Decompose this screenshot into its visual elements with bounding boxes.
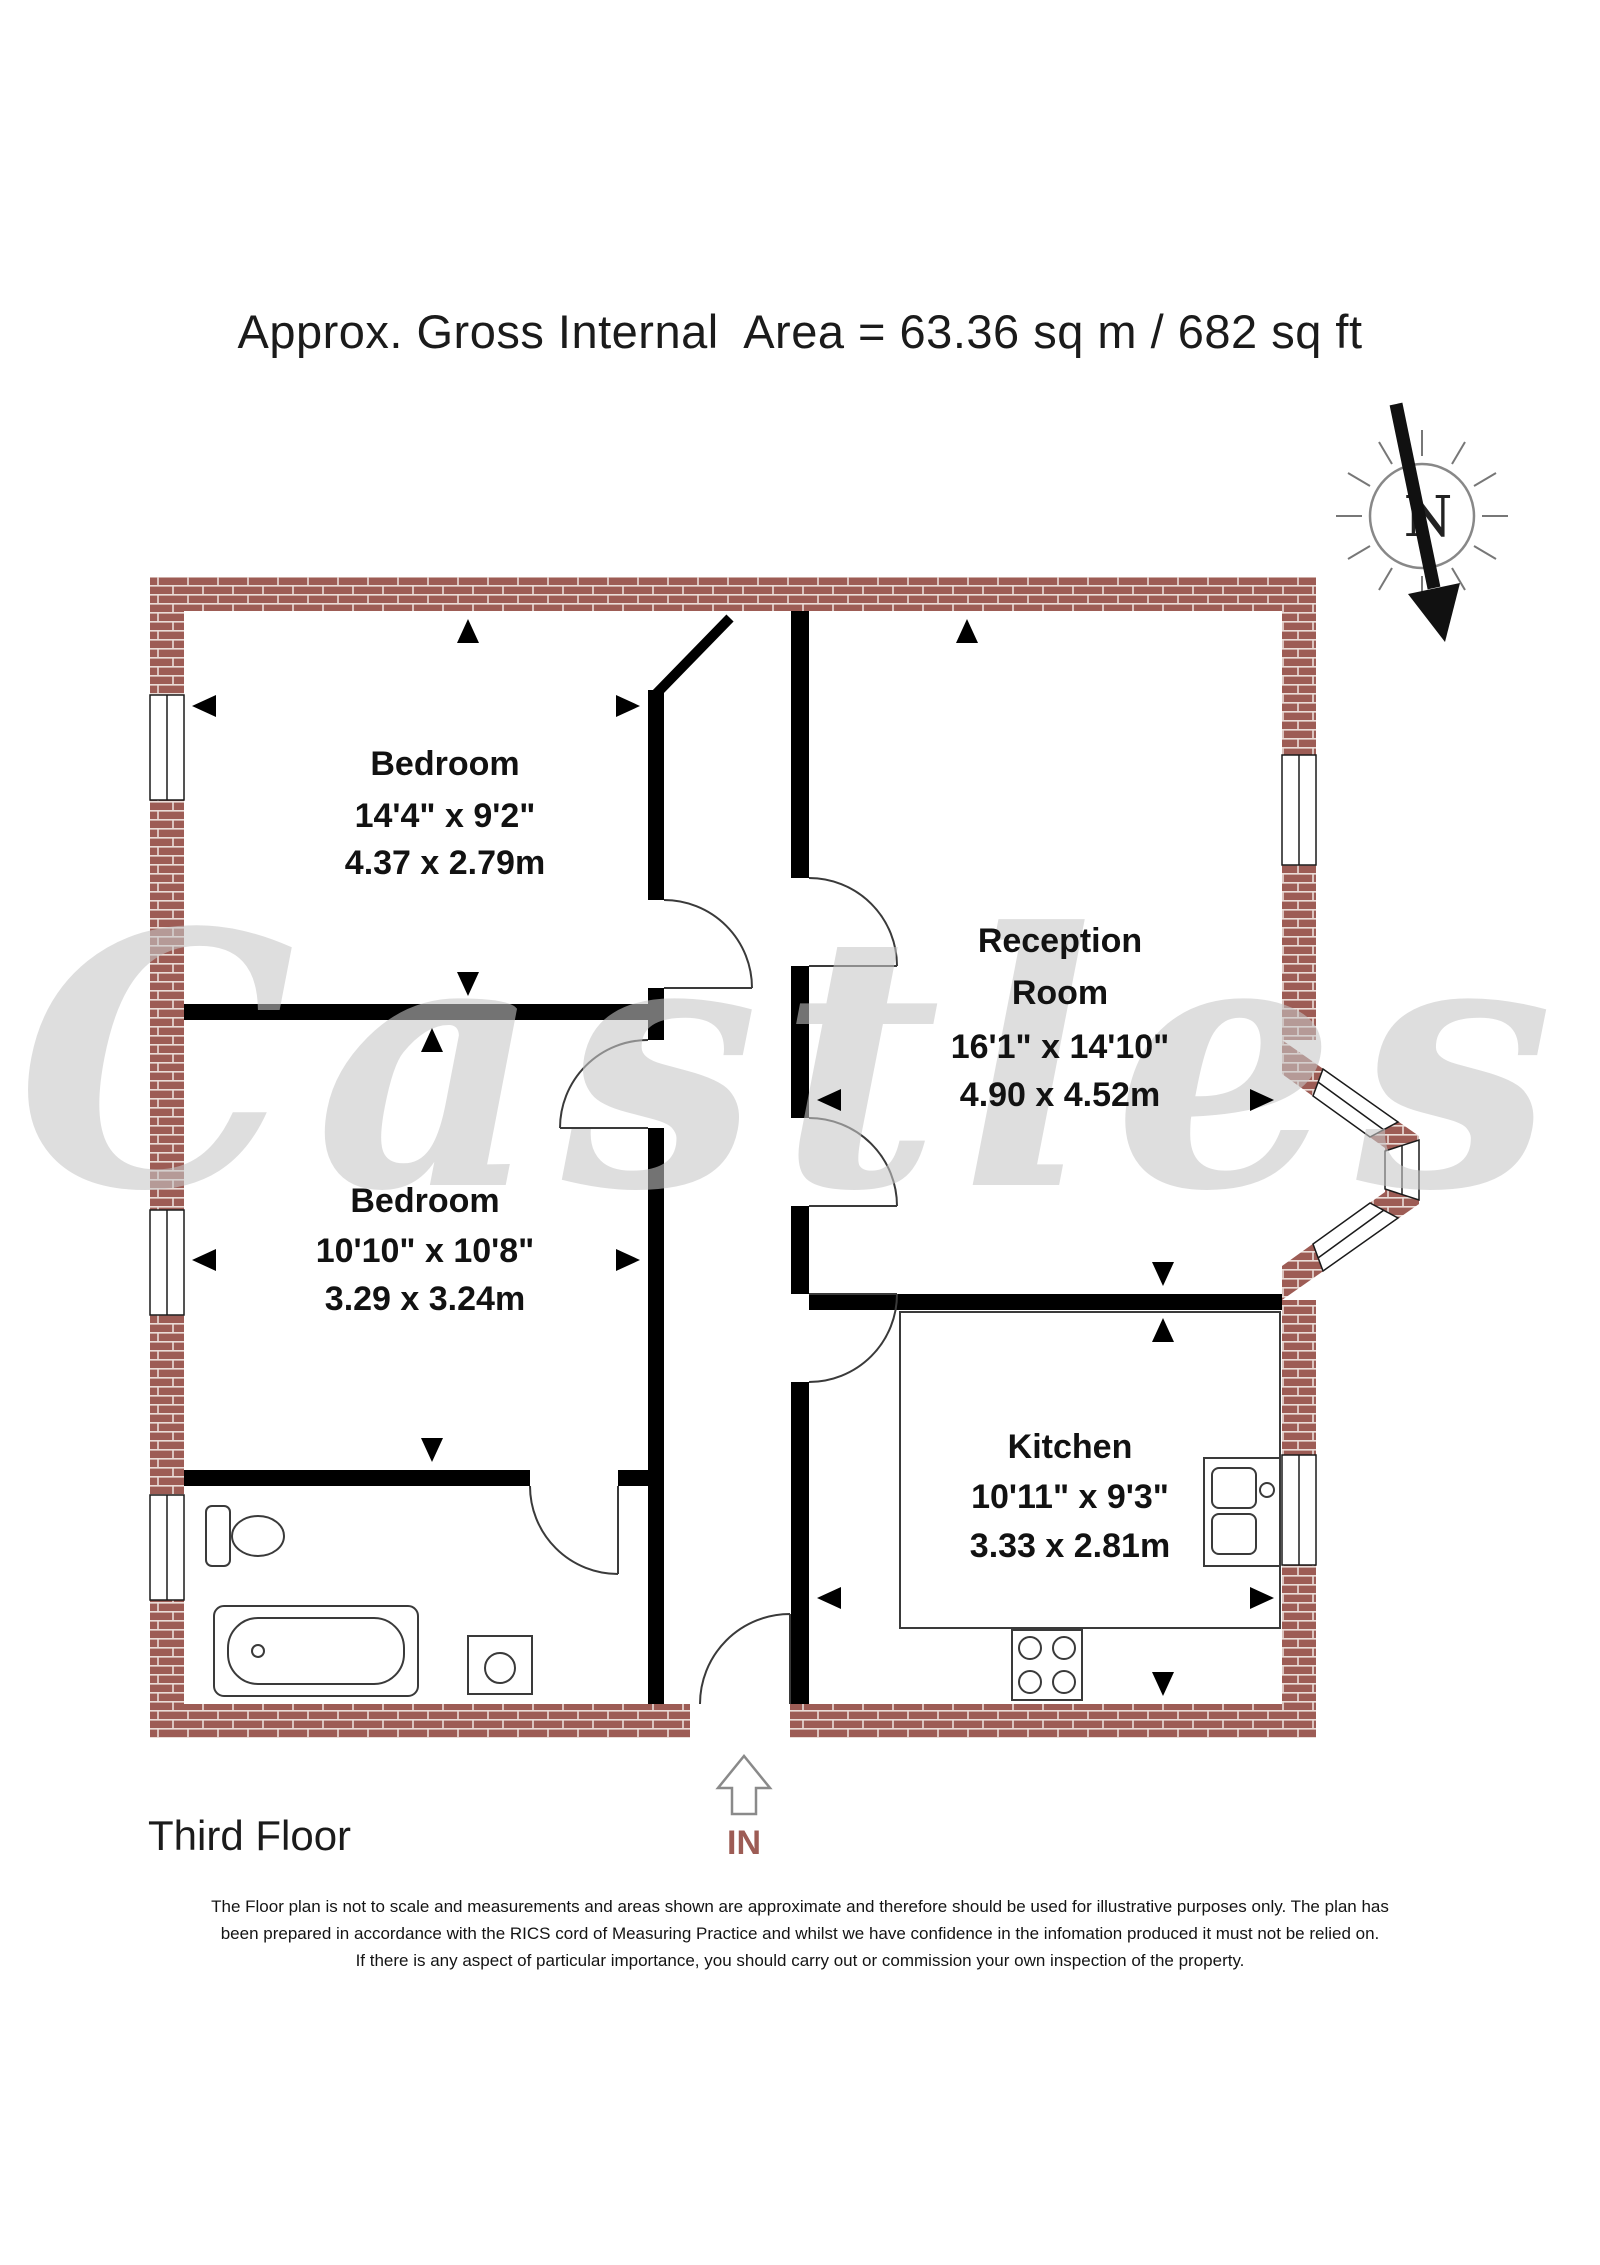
wall-divider-mid2 [791,1206,809,1294]
reception-name-2: Room [1012,974,1108,1012]
disclaimer-line-3: If there is any aspect of particular imp… [355,1951,1245,1970]
bathtub [213,1605,419,1697]
wall-divider-bottom [791,1382,809,1704]
wall-divider-mid1 [791,966,809,1118]
hob [1011,1629,1083,1701]
wall-bathroom-top-b [618,1470,664,1486]
wall-bedroom1-right [648,690,664,900]
wall-bathroom-top-a [184,1470,530,1486]
door-bedroom2 [559,1039,649,1129]
wall-divider-top [791,611,809,878]
bedroom2-metric: 3.29 x 3.24m [325,1280,525,1318]
hob-ring [1052,1636,1076,1660]
reception-metric: 4.90 x 4.52m [960,1076,1160,1114]
wall-bedroom2-right-a [648,1020,664,1040]
basin [467,1635,533,1695]
bedroom1-name: Bedroom [370,745,519,783]
entrance-in-label: IN [727,1824,761,1862]
measure-arrows [192,619,1274,1696]
kitchen-sink-bowl2 [1211,1513,1257,1555]
kitchen-name: Kitchen [1008,1428,1133,1466]
wall-bedroom2-right-b [648,1128,664,1704]
reception-name-1: Reception [978,922,1142,960]
hob-ring [1018,1670,1042,1694]
kitchen-counter [899,1311,1281,1629]
disclaimer-line-1: The Floor plan is not to scale and measu… [211,1897,1389,1916]
entrance-arrow-icon [715,1754,773,1816]
interior-walls [184,611,1282,1704]
bedroom1-imperial: 14'4" x 9'2" [355,797,536,835]
disclaimer-line-2: been prepared in accordance with the RIC… [220,1924,1380,1943]
wall-stub [648,988,664,1004]
wall-bottom-left [150,1704,690,1738]
basin-bowl [484,1652,516,1684]
bathtub-drain [251,1644,265,1658]
bedroom1-metric: 4.37 x 2.79m [345,844,545,882]
entrance-marker: IN [715,1754,773,1862]
castles-watermark: Castles [17,856,1574,1268]
bathtub-inner [227,1617,405,1685]
door-entrance [699,1613,791,1705]
floor-name-label: Third Floor [148,1812,352,1859]
door-reception-lower [808,1117,898,1207]
door-arcs [529,877,898,1705]
kitchen-sink-bowl1 [1211,1467,1257,1509]
wall-bottom-right [790,1704,1316,1738]
bay-window-bottom [1312,1202,1400,1273]
wall-kitchen-top [809,1294,1282,1310]
north-compass: N [1336,402,1508,642]
door-bedroom1 [663,899,753,989]
compass-arrow-head [1408,583,1460,642]
kitchen-metric: 3.33 x 2.81m [970,1527,1170,1565]
fixtures [205,1311,1281,1701]
hob-ring [1018,1636,1042,1660]
wall-bedrooms-divider [184,1004,664,1020]
bedroom2-name: Bedroom [350,1182,499,1220]
kitchen-sink [1203,1457,1281,1567]
kitchen-imperial: 10'11" x 9'3" [971,1478,1169,1516]
door-reception-upper [808,877,898,967]
reception-imperial: 16'1" x 14'10" [951,1028,1170,1066]
bay-window-top [1312,1067,1400,1138]
kitchen-tap [1259,1482,1275,1498]
bedroom2-imperial: 10'10" x 10'8" [316,1232,535,1270]
page-title: Approx. Gross Internal Area = 63.36 sq m… [237,305,1363,358]
room-labels: Bedroom 14'4" x 9'2" 4.37 x 2.79m Recept… [316,745,1170,1565]
disclaimer: The Floor plan is not to scale and measu… [0,1893,1600,1974]
toilet-bowl [231,1515,285,1557]
door-kitchen [808,1293,898,1383]
windows [149,694,1420,1601]
hob-ring [1052,1670,1076,1694]
wall-angled [652,614,734,698]
toilet-cistern [205,1505,231,1567]
door-bathroom [529,1485,619,1575]
compass-rays [1336,430,1508,602]
compass-arrow-shaft [1389,402,1441,590]
wall-top [150,577,1316,611]
